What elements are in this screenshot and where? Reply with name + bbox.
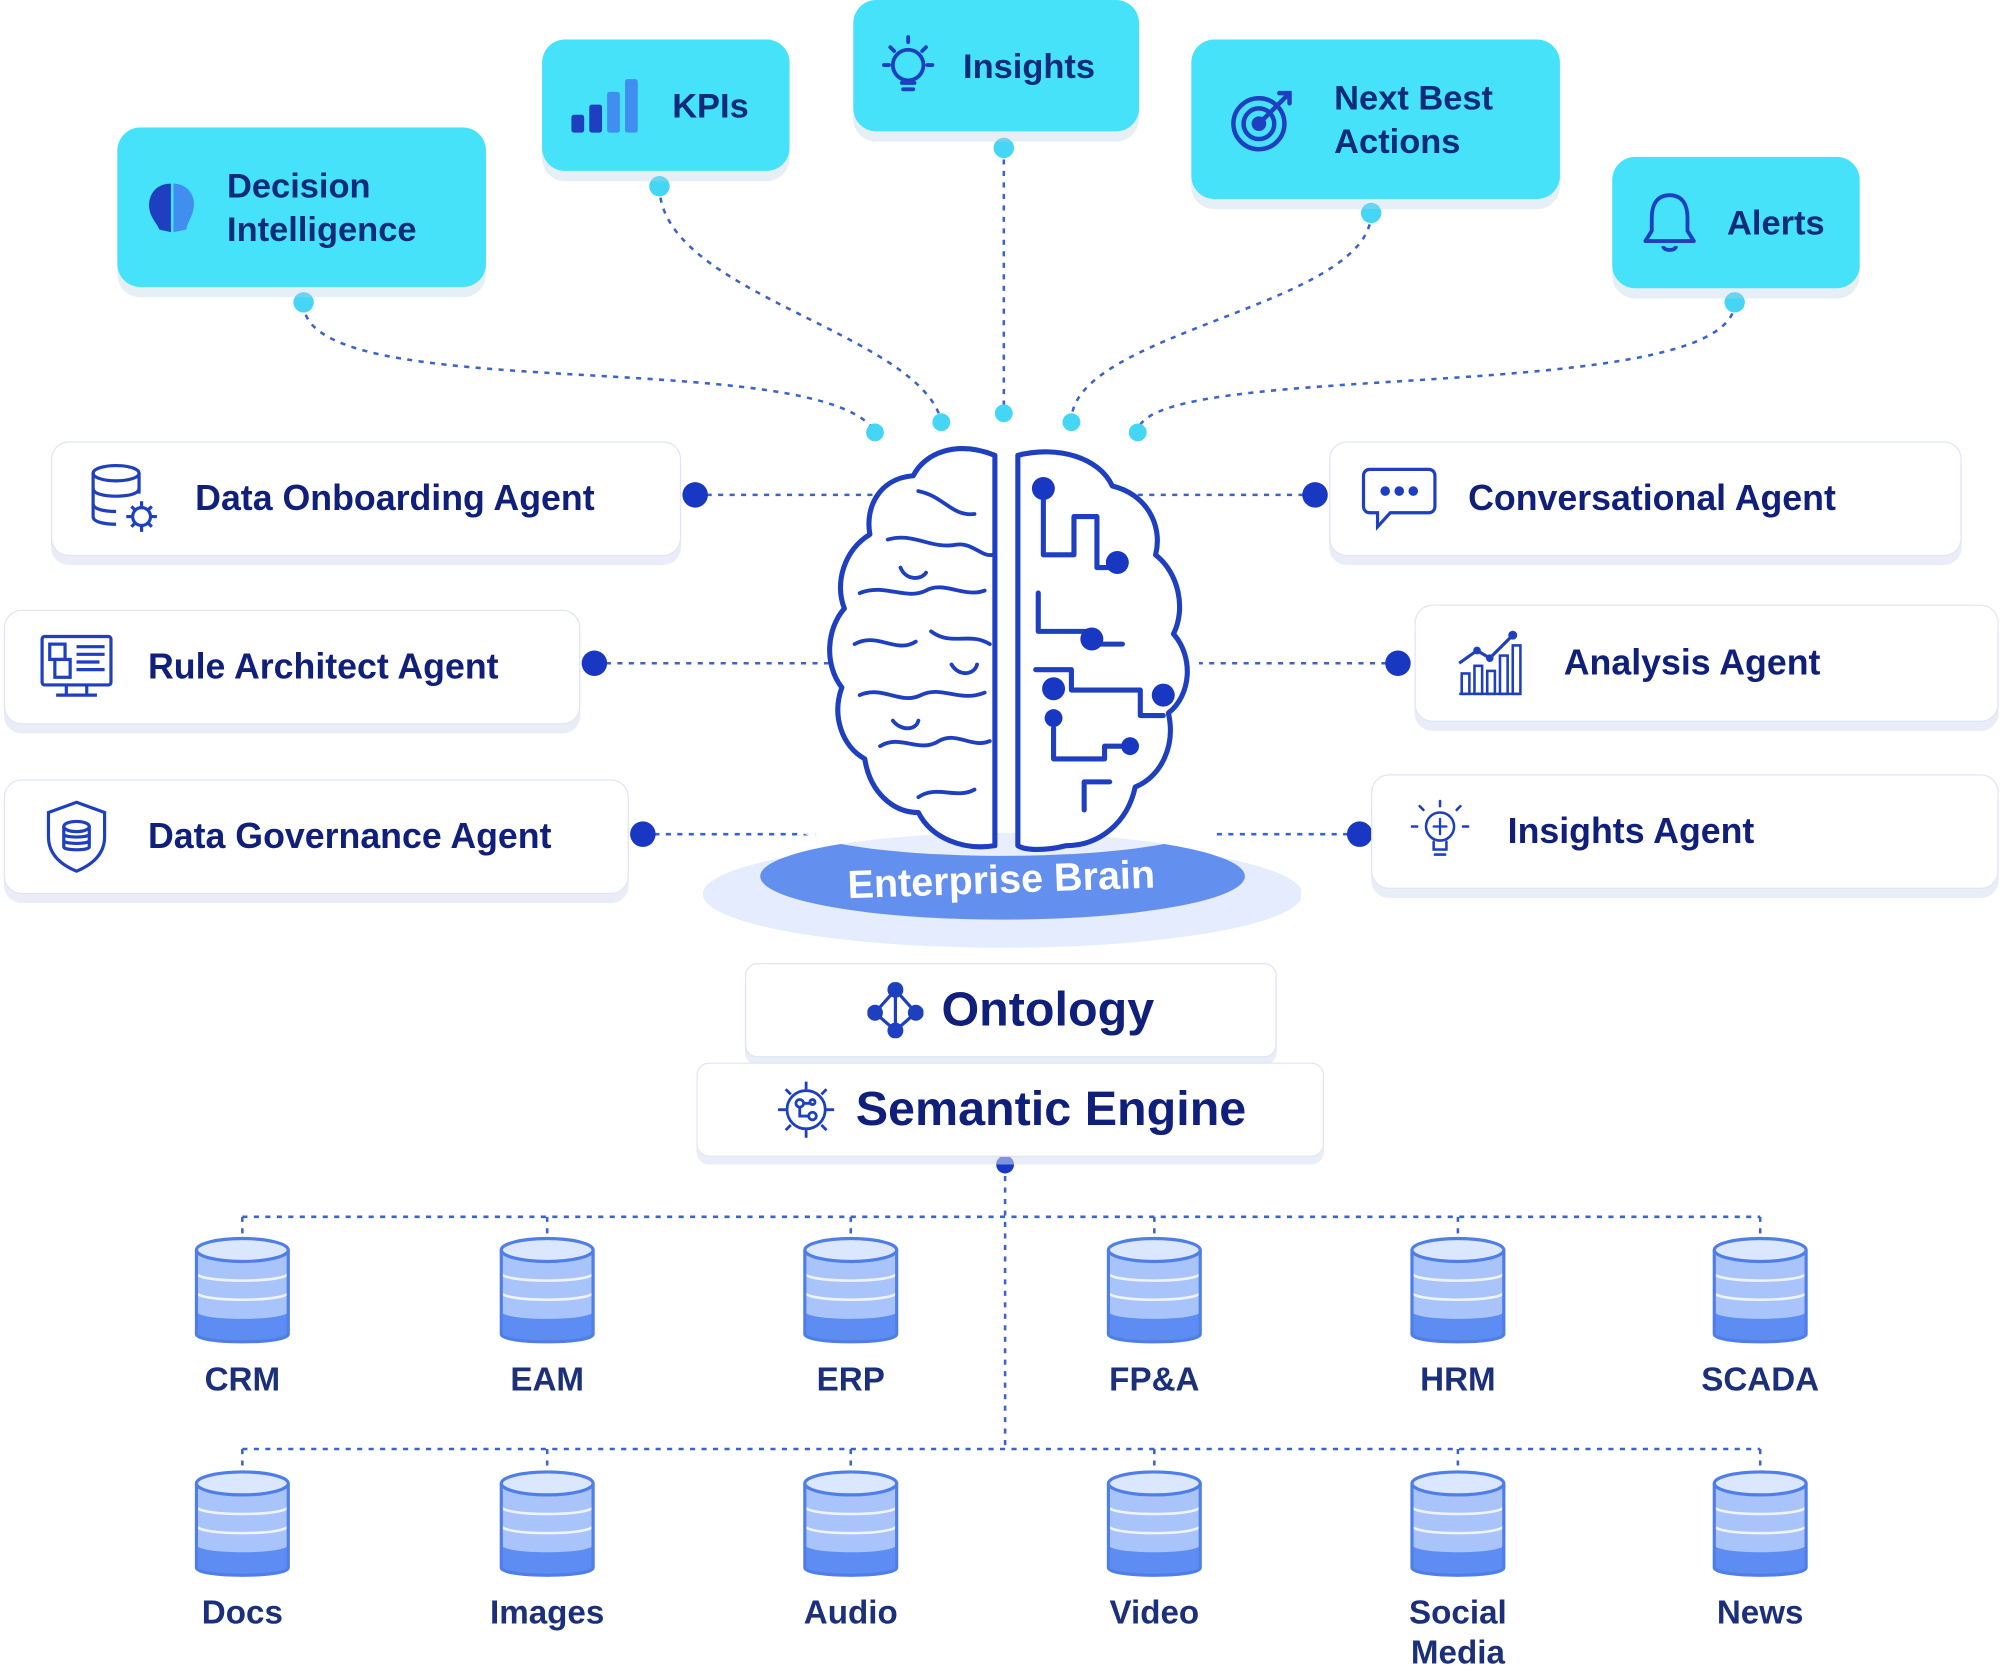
output-kpis: KPIs bbox=[542, 39, 790, 171]
gear-circuit-icon bbox=[774, 1078, 838, 1142]
database-icon bbox=[458, 1235, 637, 1352]
monitor-layout-icon bbox=[5, 631, 148, 702]
data-source-row2-0: Docs bbox=[153, 1468, 332, 1633]
agent-label: Analysis Agent bbox=[1563, 642, 1821, 683]
agent-analysis: Analysis Agent bbox=[1414, 604, 1999, 722]
data-source-label: Audio bbox=[803, 1593, 898, 1632]
database-icon bbox=[1369, 1468, 1548, 1585]
database-icon bbox=[761, 1468, 940, 1585]
agent-rule-architect: Rule Architect Agent bbox=[3, 609, 581, 725]
data-source-label: News bbox=[1716, 1593, 1804, 1632]
database-icon bbox=[1065, 1235, 1244, 1352]
data-source-label: Social Media bbox=[1409, 1593, 1507, 1671]
ontology-label: Ontology bbox=[941, 982, 1155, 1037]
data-source-label: ERP bbox=[816, 1359, 885, 1398]
data-source-row2-3: Video bbox=[1065, 1468, 1244, 1633]
data-source-label: Images bbox=[490, 1593, 605, 1632]
data-source-row2-5: News bbox=[1671, 1468, 1850, 1633]
data-source-label: CRM bbox=[204, 1359, 281, 1398]
output-label: Next Best Actions bbox=[1334, 78, 1494, 161]
output-label: Insights bbox=[963, 46, 1096, 85]
output-label: Alerts bbox=[1727, 203, 1825, 242]
data-source-label: Video bbox=[1109, 1593, 1200, 1632]
bar-chart-icon bbox=[542, 76, 672, 135]
ontology-layer: Ontology bbox=[744, 963, 1277, 1058]
database-icon bbox=[153, 1468, 332, 1585]
output-insights: Insights bbox=[853, 0, 1140, 132]
idea-bulb-icon bbox=[1372, 796, 1507, 867]
data-source-row1-5: SCADA bbox=[1671, 1235, 1850, 1400]
brain-circuit-icon bbox=[702, 446, 1302, 948]
database-icon bbox=[1369, 1235, 1548, 1352]
chat-bubble-icon bbox=[1330, 464, 1468, 533]
agent-conversational: Conversational Agent bbox=[1329, 441, 1962, 557]
data-source-row1-1: EAM bbox=[458, 1235, 637, 1400]
bell-icon bbox=[1612, 189, 1727, 255]
database-icon bbox=[761, 1235, 940, 1352]
output-next-best-actions: Next Best Actions bbox=[1191, 39, 1560, 199]
agent-data-governance: Data Governance Agent bbox=[3, 779, 629, 895]
agent-label: Rule Architect Agent bbox=[147, 646, 499, 687]
agent-label: Data Governance Agent bbox=[147, 816, 552, 856]
data-source-row2-4: Social Media bbox=[1369, 1468, 1548, 1672]
data-source-label: HRM bbox=[1420, 1359, 1496, 1398]
head-profile-icon bbox=[117, 178, 227, 237]
semantic-engine-label: Semantic Engine bbox=[855, 1082, 1247, 1136]
agent-label: Conversational Agent bbox=[1468, 478, 1836, 518]
output-alerts: Alerts bbox=[1612, 156, 1860, 289]
growth-chart-icon bbox=[1416, 628, 1564, 699]
database-icon bbox=[1671, 1235, 1850, 1352]
semantic-engine-layer: Semantic Engine bbox=[696, 1062, 1324, 1157]
database-icon bbox=[1671, 1468, 1850, 1585]
data-source-label: EAM bbox=[510, 1359, 585, 1398]
shield-database-icon bbox=[5, 798, 148, 875]
agent-insights: Insights Agent bbox=[1371, 774, 1999, 890]
output-label: KPIs bbox=[672, 86, 749, 125]
agent-label: Data Onboarding Agent bbox=[195, 478, 595, 518]
data-source-row2-1: Images bbox=[458, 1468, 637, 1633]
agent-label: Insights Agent bbox=[1507, 811, 1755, 851]
agent-data-onboarding: Data Onboarding Agent bbox=[51, 441, 682, 557]
output-label: Decision Intelligence bbox=[227, 166, 417, 249]
data-source-row2-2: Audio bbox=[761, 1468, 940, 1633]
database-icon bbox=[458, 1468, 637, 1585]
data-source-row1-4: HRM bbox=[1369, 1235, 1548, 1400]
output-decision-intelligence: Decision Intelligence bbox=[117, 127, 486, 287]
database-gear-icon bbox=[52, 460, 195, 537]
data-source-label: Docs bbox=[201, 1593, 283, 1632]
lightbulb-icon bbox=[853, 31, 963, 100]
graph-nodes-icon bbox=[867, 982, 924, 1039]
data-source-row1-3: FP&A bbox=[1065, 1235, 1244, 1400]
target-icon bbox=[1191, 85, 1334, 154]
data-source-label: FP&A bbox=[1109, 1359, 1200, 1398]
database-icon bbox=[1065, 1468, 1244, 1585]
database-icon bbox=[153, 1235, 332, 1352]
data-source-label: SCADA bbox=[1701, 1359, 1820, 1398]
data-source-row1-2: ERP bbox=[761, 1235, 940, 1400]
data-source-row1-0: CRM bbox=[153, 1235, 332, 1400]
